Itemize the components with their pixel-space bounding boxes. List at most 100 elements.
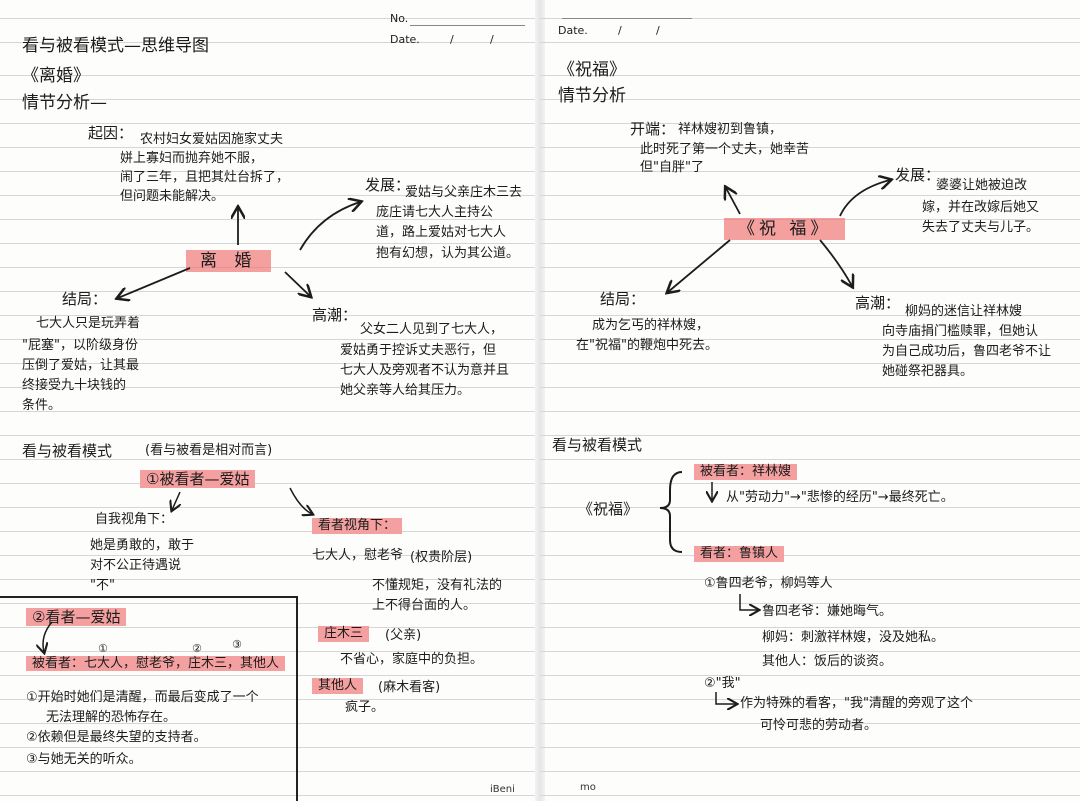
- ending-line: 七大人只是玩弄着: [36, 316, 141, 331]
- cause-line: 但问题未能解决。: [120, 189, 225, 204]
- arrow-to-ending: [668, 239, 731, 292]
- mindmap-arrows-left: [0, 0, 540, 801]
- viewer-item2-line: 可怜可悲的劳动者。: [760, 718, 878, 733]
- point-line: ①开始时她们是清醒，而最后变成了一个: [26, 690, 259, 705]
- viewed-path: 从"劳动力"→"悲惨的经历"→最终死亡。: [726, 490, 954, 505]
- others-label: 其他人: [312, 678, 364, 694]
- header-date: Date.: [558, 24, 588, 37]
- mindmap-arrows-right: [659, 0, 1080, 801]
- viewed-line-text: 被看者：七大人，慰老爷，庄木三，其他人: [26, 656, 286, 671]
- start-label: 开端：: [630, 120, 676, 138]
- notebook-page-left: No. Date. / / 看与被看模式—思维导图 《离婚》 情节分析— 起因：…: [0, 0, 540, 801]
- climax-line: 她碰祭祀器具。: [882, 364, 974, 379]
- header-slash-2: /: [490, 33, 494, 46]
- others-desc: 疯子。: [345, 700, 385, 715]
- mode-book: 《祝福》: [578, 500, 639, 518]
- develop-line: 失去了丈夫与儿子。: [922, 220, 1040, 235]
- climax-line: 爱姑勇于控诉丈夫恶行，但: [340, 343, 497, 358]
- footer-brand: iBeni: [490, 784, 515, 795]
- develop-line: 嫁，并在改嫁后她又: [922, 200, 1040, 215]
- point-line: 无法理解的恐怖存在。: [46, 710, 177, 725]
- viewer-group-desc: 上不得台面的人。: [372, 598, 477, 613]
- zhuang-label: 庄木三: [318, 626, 370, 642]
- develop-line: 抱有幻想，认为其公道。: [376, 246, 520, 261]
- arrow-to-viewer: [289, 487, 312, 514]
- ending-line: 成为乞丐的祥林嫂，: [592, 318, 710, 333]
- arrow-sub-2: [715, 692, 736, 704]
- mode-title: 看与被看模式: [22, 442, 113, 460]
- arrow-to-self-view: [172, 491, 180, 510]
- zhuang-note: (父亲): [385, 628, 422, 643]
- item2-box: [0, 596, 298, 801]
- viewer-item2: ②"我": [704, 676, 741, 691]
- header-slash-1: /: [618, 24, 622, 37]
- center-node-blessing: 《祝 福》: [724, 218, 846, 240]
- develop-label: 发展：: [895, 166, 941, 184]
- ending-line: "屁塞"，以阶级身份: [22, 338, 138, 353]
- item2-text: ②看者—爱姑: [26, 608, 127, 626]
- arrow-to-climax: [284, 271, 310, 296]
- viewer-label: 看者：鲁镇人: [694, 546, 785, 562]
- header-date: Date.: [390, 33, 420, 46]
- num-mark: ②: [192, 642, 202, 655]
- page-title: 看与被看模式—思维导图: [22, 36, 209, 56]
- book-title: 《祝福》: [558, 60, 626, 80]
- item1-viewed-aigu: ①被看者—爱姑: [140, 470, 256, 488]
- header-slash-2: /: [656, 24, 660, 37]
- center-node-divorce: 离 婚: [186, 250, 272, 272]
- climax-label: 高潮：: [855, 294, 901, 312]
- develop-line: 庞庄请七大人主持公: [376, 205, 494, 220]
- self-view-label: 自我视角下：: [95, 512, 174, 527]
- viewer-sub: 鲁四老爷：嫌她晦气。: [762, 604, 893, 619]
- arrow-to-develop: [839, 180, 890, 217]
- viewer-sub: 其他人：饭后的谈资。: [762, 654, 893, 669]
- climax-label: 高潮：: [312, 306, 358, 324]
- ending-line: 条件。: [22, 398, 62, 413]
- header-slash-1: /: [450, 33, 454, 46]
- cause-line: 姘上寡妇而抛弃她不服，: [120, 151, 264, 166]
- self-view-line: 她是勇敢的，敢于: [90, 538, 195, 553]
- climax-line: 父女二人见到了七大人，: [360, 322, 504, 337]
- ending-line: 在"祝福"的鞭炮中死去。: [576, 338, 718, 353]
- climax-line: 七大人及旁观者不认为意并且: [340, 363, 510, 378]
- header-no-line: [410, 25, 525, 26]
- arrow-to-climax: [819, 239, 852, 286]
- viewer-item2-line: 作为特殊的看客，"我"清醒的旁观了这个: [740, 696, 973, 711]
- viewer-item1: ①鲁四老爷，柳妈等人: [704, 576, 833, 591]
- others-note: (麻木看客): [378, 680, 441, 695]
- develop-label: 发展：: [365, 176, 411, 194]
- develop-line: 婆婆让她被迫改: [936, 178, 1028, 193]
- self-view-line: "不": [90, 578, 115, 593]
- num-mark: ③: [232, 638, 242, 651]
- point-line: ②依赖但是最终失望的支持者。: [26, 730, 207, 745]
- arrow-item2: [43, 621, 53, 652]
- viewer-group-desc: 不懂规矩，没有礼法的: [372, 578, 503, 593]
- section-plot-analysis: 情节分析—: [22, 93, 107, 113]
- arrow-to-develop: [299, 202, 360, 251]
- mode-title: 看与被看模式: [552, 436, 643, 454]
- mode-brace: [659, 471, 683, 553]
- cause-line: 农村妇女爱姑因施家丈夫: [140, 132, 284, 147]
- climax-line: 柳妈的迷信让祥林嫂: [905, 304, 1023, 319]
- cause-label: 起因：: [88, 124, 134, 142]
- viewer-group-note: (权贵阶层): [410, 550, 473, 565]
- viewer-label: 看者视角下：: [312, 518, 403, 534]
- ending-label: 结局：: [62, 290, 108, 308]
- num-mark: ①: [98, 642, 108, 655]
- viewed-line: 被看者：七大人，慰老爷，庄木三，其他人: [26, 656, 286, 672]
- develop-line: 爱姑与父亲庄木三去: [405, 185, 523, 200]
- cause-line: 闹了三年，且把其灶台拆了，: [120, 170, 290, 185]
- start-line: 但"自胖"了: [640, 160, 704, 175]
- point-line: ③与她无关的听众。: [26, 752, 142, 767]
- climax-line: 为自己成功后，鲁四老爷不让: [882, 344, 1052, 359]
- arrow-to-start: [726, 188, 741, 215]
- develop-line: 道，路上爱姑对七大人: [376, 225, 507, 240]
- header-top-line: [562, 18, 692, 19]
- climax-line: 她父亲等人给其压力。: [340, 383, 471, 398]
- book-title: 《离婚》: [22, 66, 90, 86]
- arrow-to-ending: [118, 267, 191, 298]
- item2-viewer-aigu: ②看者—爱姑: [26, 608, 127, 626]
- header-no: No.: [390, 12, 409, 25]
- self-view-line: 对不公正待遇说: [90, 558, 182, 573]
- start-line: 此时死了第一个丈夫，她幸苦: [640, 142, 810, 157]
